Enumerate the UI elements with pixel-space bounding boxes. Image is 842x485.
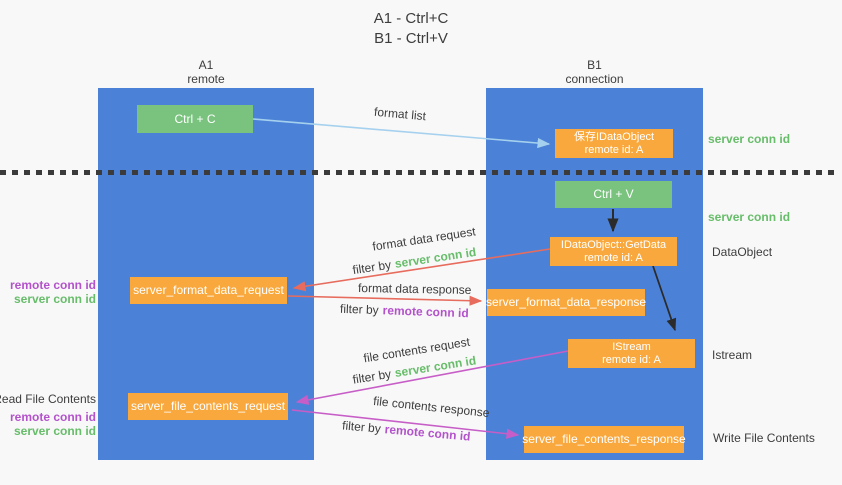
lifeline-header-b1: B1 connection [486,58,703,86]
title-line-1: A1 - Ctrl+C [373,10,449,27]
lifeline-a1-role: remote [187,72,225,86]
node-ctrl-v-label: Ctrl + V [593,187,634,201]
label-file-contents-response: file contents response [372,393,491,421]
filter-key-remote-conn-id: remote conn id [384,422,472,444]
filter-key-remote-conn-id: remote conn id [382,303,469,321]
side-label-dataobject: DataObject [712,245,773,259]
node-getdata-line2: remote id: A [584,251,643,264]
arrow-format-data-response [287,295,483,306]
node-ctrl-c-label: Ctrl + C [174,111,216,126]
diagram-title: A1 - Ctrl+C B1 - Ctrl+V [281,9,541,49]
node-getdata-line1: IDataObject::GetData [560,238,667,251]
side-label-remote-conn-id-2: remote conn id [9,410,96,424]
filter-key-server-conn-id: server conn id [393,244,478,271]
side-label-server-conn-id-2: server conn id [13,424,96,438]
lifeline-b1-role: connection [565,72,624,86]
filter-prefix: filter by [339,301,379,318]
side-label-write-file-contents: Write File Contents [713,431,815,445]
node-server-file-contents-response: server_file_contents_response [522,426,686,453]
lifeline-b1-name: B1 [587,58,602,72]
node-save-dataobject: 保存IDataObject remote id: A [555,129,673,158]
node-istream: IStream remote id: A [568,339,695,368]
node-server-file-contents-request: server_file_contents_request [128,393,288,420]
side-label-conn-ids-format: remote conn id server conn id [10,278,96,306]
node-file-request-label: server_file_contents_request [130,399,286,413]
dotted-separator-line [0,170,836,175]
node-file-response-label: server_file_contents_response [522,432,686,446]
side-label-conn-ids-file: remote conn id server conn id [10,410,96,438]
lifeline-header-a1: A1 remote [98,58,314,86]
filter-prefix: filter by [351,257,392,278]
node-format-response-label: server_format_data_response [485,295,647,309]
side-label-server-conn-id-mid: server conn id [708,210,791,224]
title-line-2: B1 - Ctrl+V [374,30,448,47]
side-label-remote-conn-id-1: remote conn id [9,278,96,292]
node-server-format-data-response: server_format_data_response [485,289,647,316]
filter-prefix: filter by [351,366,393,387]
side-label-istream: Istream [712,348,753,362]
side-label-read-file-contents: Read File Contents [0,392,96,406]
node-ctrl-v: Ctrl + V [555,181,672,208]
node-server-format-data-request: server_format_data_request [130,277,287,304]
node-save-dataobject-line2: remote id: A [584,143,644,156]
node-istream-line2: remote id: A [602,353,661,366]
side-label-server-conn-id-top: server conn id [708,132,791,146]
label-format-data-response: format data response [357,281,472,297]
side-label-server-conn-id-1: server conn id [13,292,96,306]
label-format-list: format list [373,104,427,124]
node-idataobject-getdata: IDataObject::GetData remote id: A [550,237,677,266]
node-ctrl-c: Ctrl + C [137,105,253,133]
node-istream-line1: IStream [612,340,651,353]
lifeline-a1-name: A1 [198,58,214,72]
node-format-request-label: server_format_data_request [133,283,284,297]
filter-prefix: filter by [341,418,382,436]
node-save-dataobject-line1: 保存IDataObject [573,130,655,143]
